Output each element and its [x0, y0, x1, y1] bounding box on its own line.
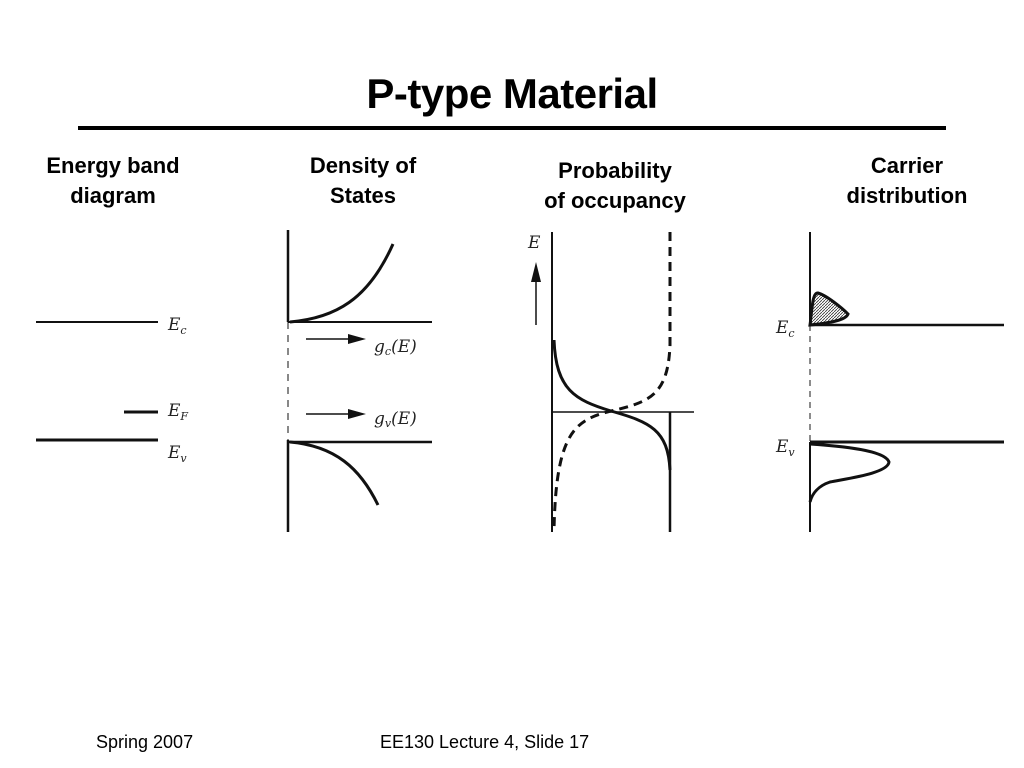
hole-occupancy-curve — [552, 232, 672, 531]
gc-label: gc(E) — [374, 337, 417, 358]
electron-distribution — [808, 291, 850, 327]
gv-arrow-head — [348, 409, 366, 419]
heading-carrier-distribution: Carrier distribution — [846, 153, 968, 208]
ec-label: Ec — [167, 315, 187, 337]
slide-title: P-type Material — [366, 70, 658, 117]
energy-band-panel: Ec EF Ev — [36, 315, 188, 465]
gc-curve — [289, 243, 395, 324]
hole-distribution — [808, 442, 891, 503]
footer-course: EE130 Lecture 4, Slide 17 — [380, 732, 590, 752]
carrier-ev-label: Ev — [775, 437, 795, 459]
gc-arrow-head — [348, 334, 366, 344]
carrier-distribution-panel: Ec Ev — [775, 232, 1004, 532]
gv-curve — [289, 440, 380, 506]
energy-axis-label: E — [527, 233, 541, 253]
gv-label: gv(E) — [374, 409, 417, 430]
energy-axis-arrow-head — [531, 262, 541, 282]
ev-label: Ev — [167, 443, 187, 465]
density-of-states-panel: gc(E) gv(E) — [286, 230, 432, 532]
heading-density-of-states: Density of States — [309, 153, 417, 208]
carrier-ec-label: Ec — [775, 318, 795, 340]
heading-energy-band-diagram: Energy band diagram — [46, 153, 180, 208]
occupancy-panel: E — [527, 232, 694, 532]
ef-label: EF — [167, 401, 188, 423]
fermi-function-curve — [552, 339, 672, 471]
footer-date: Spring 2007 — [96, 732, 194, 752]
heading-probability-of-occupancy: Probability of occupancy — [544, 158, 686, 213]
title-underline — [78, 126, 946, 130]
